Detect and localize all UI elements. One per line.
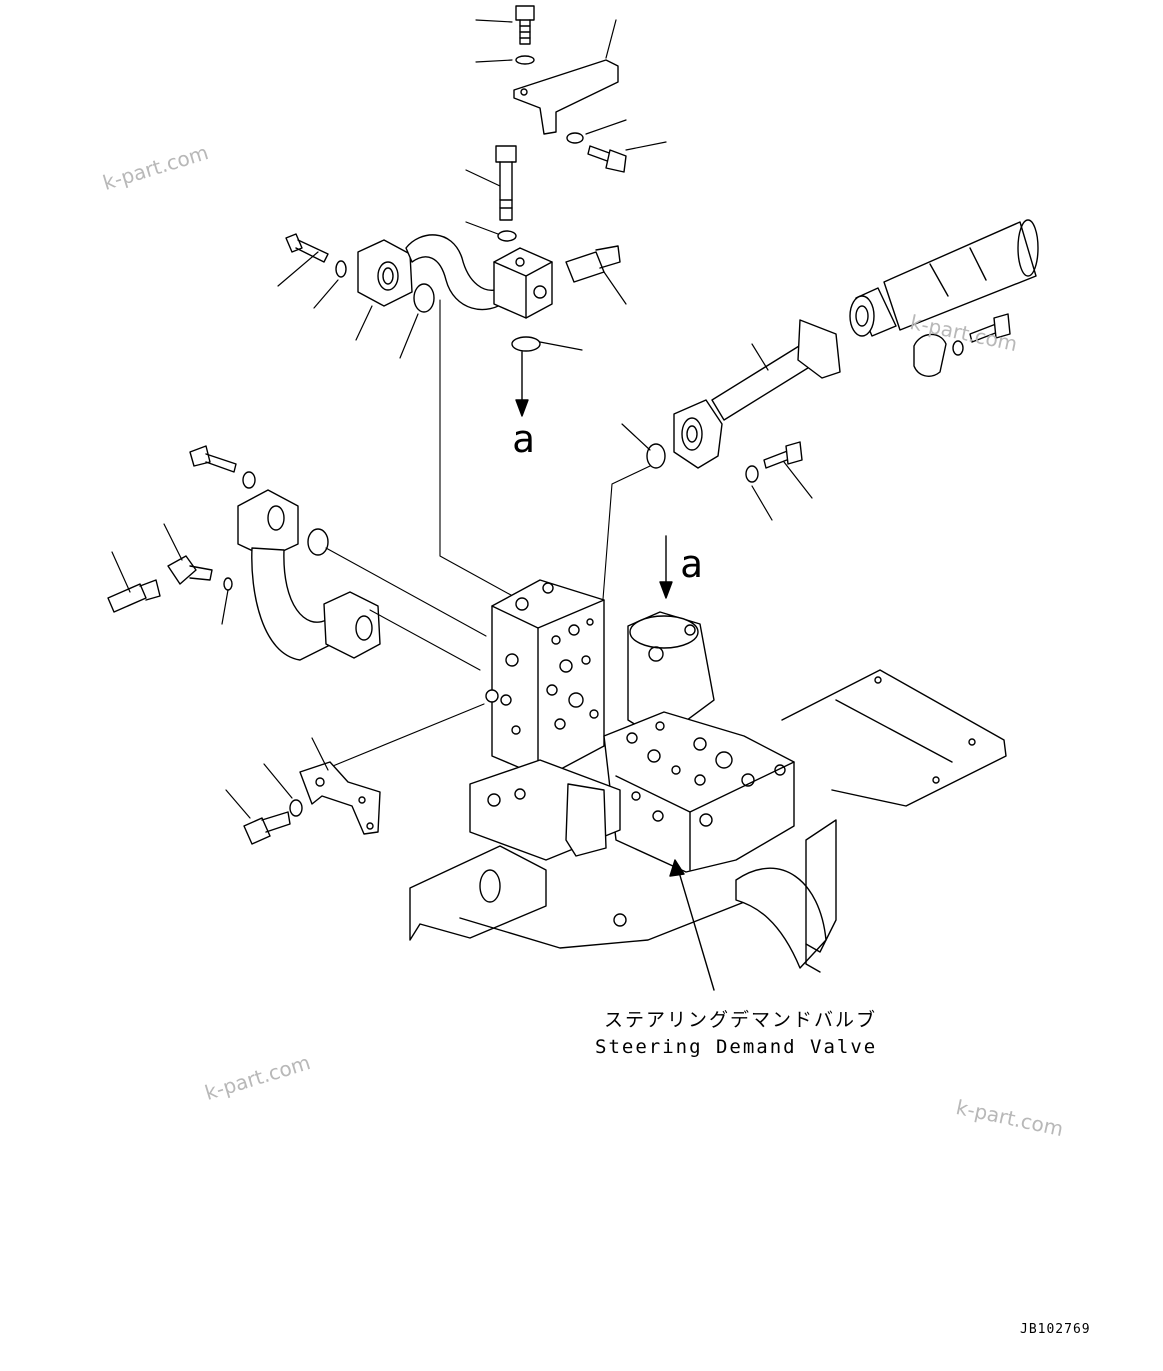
callout-a-right: a	[680, 542, 703, 586]
leader-lines-top	[465, 19, 667, 235]
upper-o-ring-part	[413, 283, 435, 313]
frame-plate-part	[409, 669, 1007, 973]
caption-japanese: ステアリングデマンドバルブ	[604, 1009, 878, 1031]
drawing-code: JB102769	[1020, 1322, 1091, 1337]
caption-english: Steering Demand Valve	[595, 1036, 878, 1058]
connection-lines	[325, 299, 651, 769]
right-flange-bolt-part	[763, 441, 803, 469]
right-o-ring-part	[646, 443, 666, 469]
leader-lines-left	[111, 523, 229, 625]
right-flange-washer-part	[745, 465, 759, 483]
left-washer-part	[242, 471, 256, 489]
steering-demand-valve-part	[603, 711, 795, 873]
right-pipe-part	[673, 319, 841, 469]
leader-lines-right	[621, 343, 813, 521]
leader-lines-upper	[277, 251, 627, 359]
leader-lines-bracket	[225, 737, 329, 819]
hose-washer-part	[952, 340, 964, 356]
callout-a-top: a	[512, 417, 535, 461]
left-o-ring-part	[307, 528, 329, 556]
hose-clamp-part	[913, 333, 947, 377]
bracket-mount-bolt-part	[243, 811, 291, 845]
pressure-sensor-part	[565, 245, 621, 283]
junction-block-part	[493, 247, 553, 319]
block-o-ring-part	[511, 336, 541, 352]
bracket-washer-part	[566, 132, 584, 144]
bracket-bolt-part	[587, 145, 627, 173]
left-bolt-part	[189, 445, 237, 473]
long-bolt-washer-part	[497, 230, 517, 242]
hose-bolt-part	[969, 313, 1011, 343]
upper-flange-bolt-part	[285, 233, 329, 263]
left-pipe-part	[237, 489, 381, 661]
top-bracket-part	[513, 59, 619, 135]
caption-leader	[669, 859, 715, 991]
left-sensor-part	[107, 579, 161, 613]
arrow-a-top	[515, 351, 529, 417]
pump-part	[627, 611, 715, 741]
top-bolt-part	[515, 5, 535, 45]
long-bolt-part	[495, 145, 517, 221]
upper-split-flange-part	[357, 239, 413, 307]
main-control-valve-part	[485, 579, 605, 779]
arrow-a-right	[659, 535, 673, 599]
upper-flange-washer-part	[335, 260, 347, 278]
upper-pipe-part	[405, 234, 509, 311]
small-o-ring-part	[223, 577, 233, 591]
valve-bracket-part	[299, 761, 381, 835]
bracket-bolt-washer-part	[289, 799, 303, 817]
top-washer-part	[515, 55, 535, 65]
hose-part	[849, 219, 1039, 337]
elbow-fitting-part	[167, 555, 213, 585]
